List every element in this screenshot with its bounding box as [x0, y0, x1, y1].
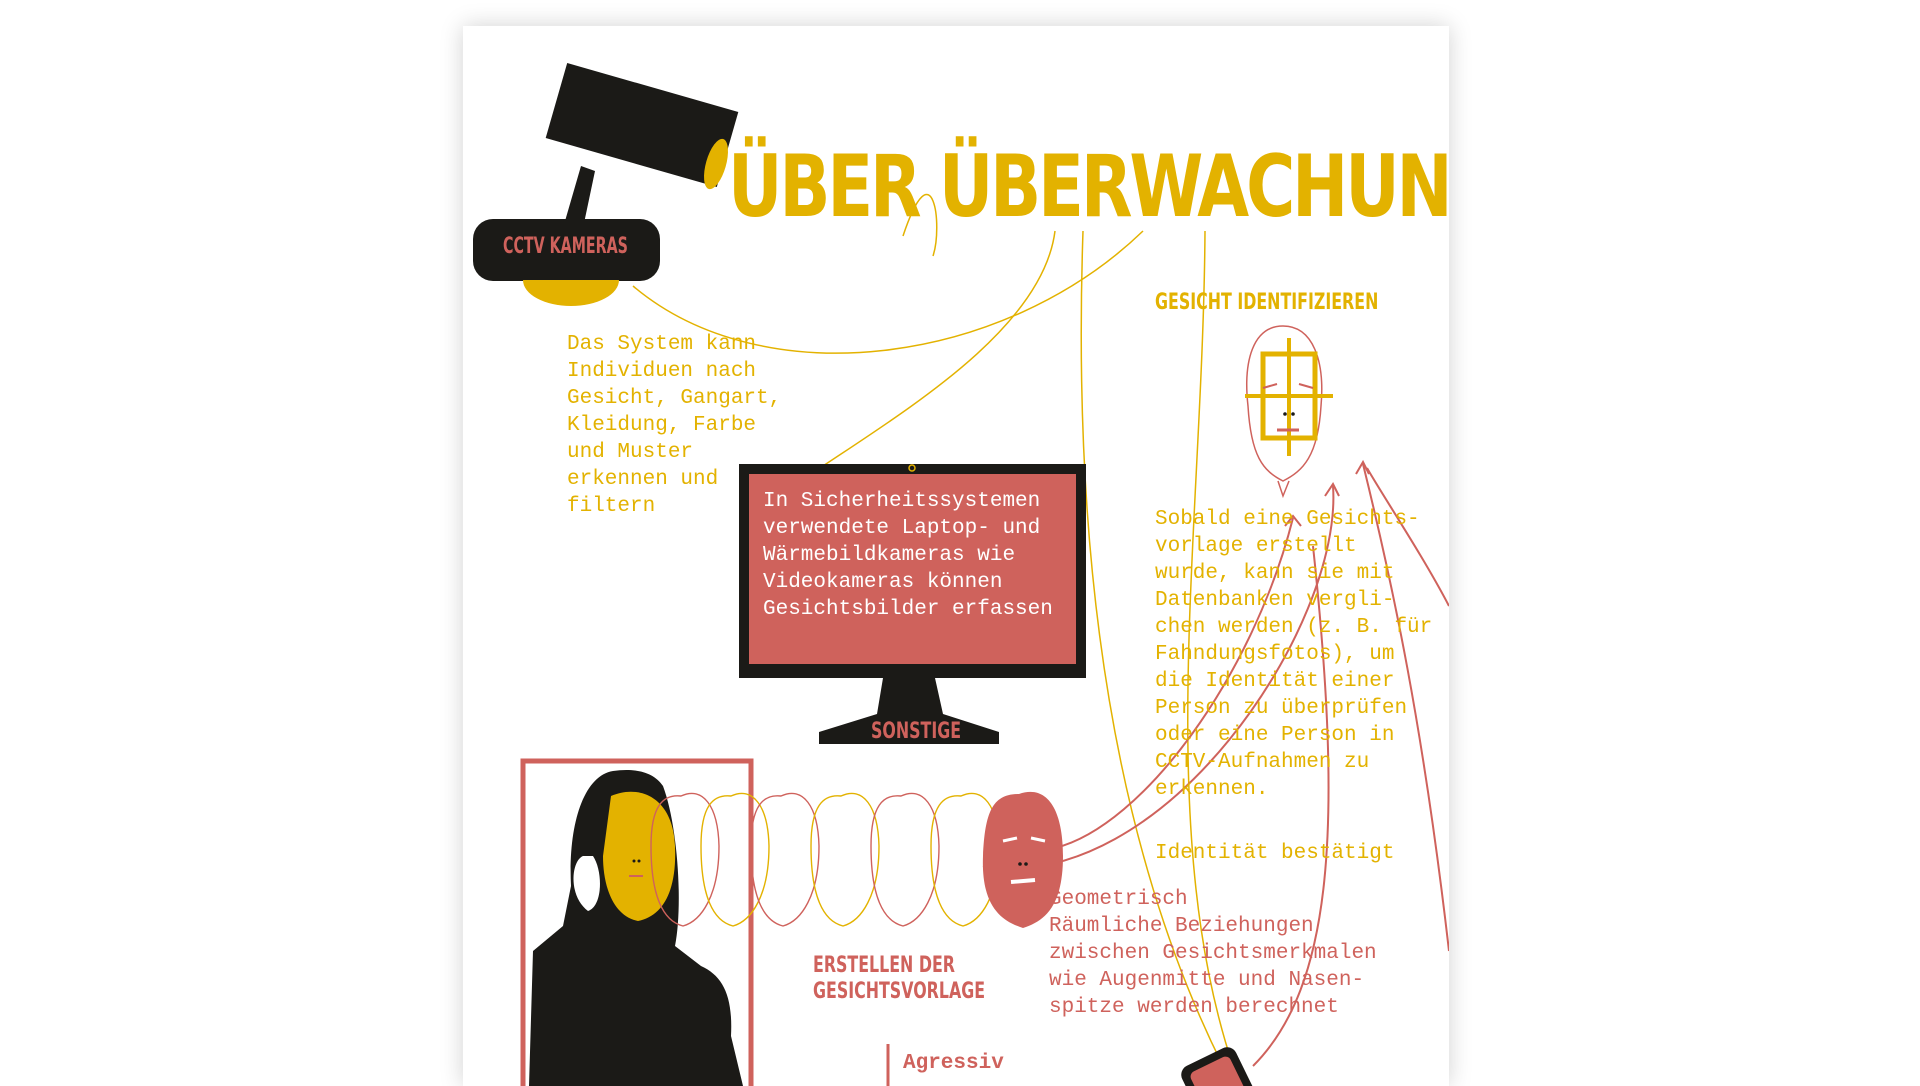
cctv-camera-icon [473, 62, 739, 306]
face-outline-icon [650, 792, 1000, 927]
yellow-connector-lines [632, 193, 1234, 1067]
cctv-camera-label: CCTV KAMERAS [503, 234, 628, 259]
identify-heading: GESICHT IDENTIFIZIEREN [1155, 290, 1379, 315]
infographic-poster: ÜBER ÜBERWACHUNG CCTV KAMERAS Das System… [463, 26, 1449, 1086]
system-description: Das System kann Individuen nach Gesicht,… [567, 333, 782, 518]
geometry-description: Geometrisch Räumliche Beziehungen zwisch… [1049, 888, 1377, 1019]
template-heading-text: ERSTELLEN DER GESICHTSVORLAGE [813, 953, 986, 1004]
page-title: ÜBER ÜBERWACHUNG [728, 137, 1449, 237]
agressiv-label: Agressiv [903, 1052, 1004, 1075]
monitor-label: SONSTIGE [871, 719, 962, 744]
poster-illustrations [473, 62, 1449, 1086]
identity-confirmed-text: Identität bestätigt [1155, 842, 1395, 865]
final-face-icon [982, 791, 1063, 928]
woman-phone-illustration [520, 758, 754, 1086]
face-target-icon [1245, 325, 1333, 499]
monitor-description: In Sicherheitssystemen verwendete Laptop… [763, 490, 1053, 621]
identify-description: Sobald eine Gesichts- vorlage erstellt w… [1155, 508, 1433, 801]
monitor-icon [739, 464, 1086, 744]
template-heading: ERSTELLEN DER GESICHTSVORLAGE [813, 953, 985, 1005]
